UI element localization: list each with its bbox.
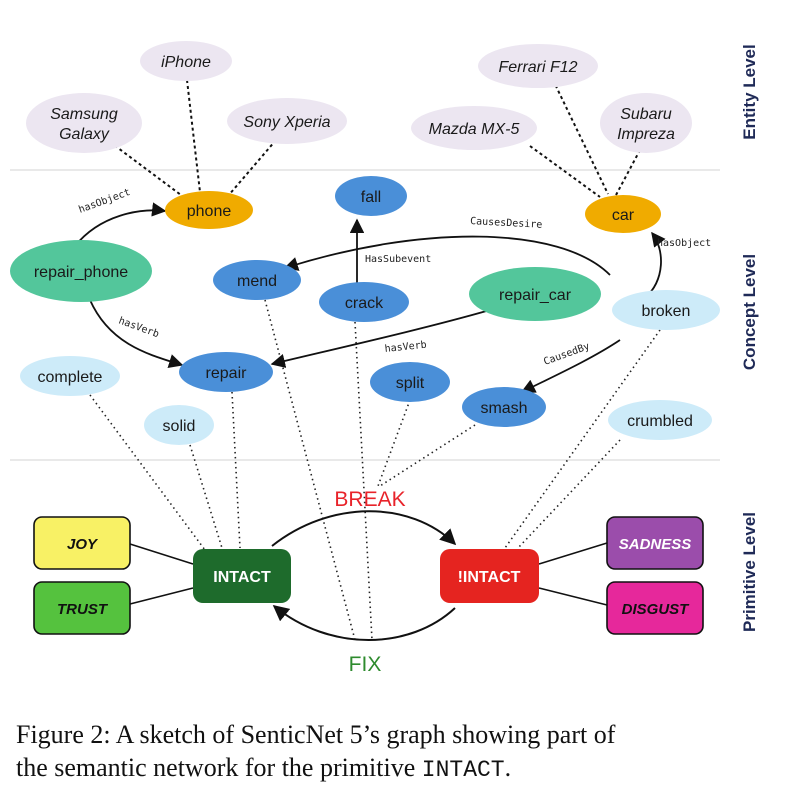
svg-text:Subaru: Subaru <box>620 106 672 123</box>
concept-node-split: split <box>370 362 450 402</box>
level-label-primitive: Primitive Level <box>740 512 759 632</box>
caption-primitive-name: INTACT <box>421 757 505 783</box>
svg-text:crumbled: crumbled <box>627 413 693 430</box>
edge-label-hasobject-phone: hasObject <box>77 187 132 216</box>
svg-text:Sony Xperia: Sony Xperia <box>243 114 330 131</box>
concept-node-broken: broken <box>612 290 720 330</box>
emotion-trust: TRUST <box>33 581 131 635</box>
entity-node-sony-xperia: Sony Xperia <box>227 98 347 144</box>
edge-label-hasverb-car: hasVerb <box>384 340 427 355</box>
entity-node-iphone: iPhone <box>140 41 232 81</box>
edge-label-causesdesire: CausesDesire <box>470 216 543 231</box>
svg-text:split: split <box>396 375 425 392</box>
svg-text:INTACT: INTACT <box>213 569 271 586</box>
fix-arc <box>272 604 456 641</box>
relation-break: BREAK <box>334 488 405 511</box>
svg-text:!INTACT: !INTACT <box>458 569 521 586</box>
emotion-disgust: DISGUST <box>606 581 704 635</box>
concept-node-repair-phone: repair_phone <box>10 240 152 302</box>
concept-node-crack: crack <box>319 282 409 322</box>
relation-fix: FIX <box>349 653 382 676</box>
svg-text:crack: crack <box>345 295 384 312</box>
edge-label-hasverb-phone: hasVerb <box>117 315 160 340</box>
entity-node-mazda: Mazda MX-5 <box>411 106 537 150</box>
concept-node-car: car <box>585 195 661 233</box>
caption-line-1: Figure 2: A sketch of SenticNet 5’s grap… <box>16 720 616 749</box>
edge-label-hasobject-car: hasObject <box>657 238 711 249</box>
svg-text:SADNESS: SADNESS <box>619 536 692 553</box>
caption-line-2-end: . <box>504 753 512 782</box>
edge-label-causedby: CausedBy <box>542 341 591 368</box>
emotion-joy: JOY <box>33 516 131 570</box>
svg-text:Impreza: Impreza <box>617 126 675 143</box>
svg-text:Samsung: Samsung <box>50 106 118 123</box>
primitive-links <box>89 299 661 641</box>
svg-text:broken: broken <box>642 303 691 320</box>
emotion-links <box>129 542 608 606</box>
svg-text:Mazda MX-5: Mazda MX-5 <box>429 121 520 138</box>
concept-node-smash: smash <box>462 387 546 427</box>
primitive-intact: INTACT <box>193 549 291 603</box>
svg-text:repair_car: repair_car <box>499 287 572 304</box>
concept-edges <box>74 202 666 393</box>
svg-text:Ferrari F12: Ferrari F12 <box>498 59 577 76</box>
svg-text:Galaxy: Galaxy <box>59 126 110 143</box>
senticnet-diagram: hasObject CausesDesire HasSubevent hasOb… <box>10 41 759 676</box>
entity-links <box>109 79 641 199</box>
concept-node-fall: fall <box>335 176 407 216</box>
figure-caption: Figure 2: A sketch of SenticNet 5’s grap… <box>16 718 786 787</box>
emotion-sadness: SADNESS <box>606 516 704 570</box>
svg-text:repair_phone: repair_phone <box>34 264 128 281</box>
entity-node-ferrari: Ferrari F12 <box>478 44 598 88</box>
concept-node-repair-car: repair_car <box>469 267 601 321</box>
svg-text:DISGUST: DISGUST <box>622 601 691 618</box>
svg-text:mend: mend <box>237 273 277 290</box>
concept-node-crumbled: crumbled <box>608 400 712 440</box>
svg-text:TRUST: TRUST <box>57 601 109 618</box>
level-label-concept: Concept Level <box>740 254 759 370</box>
edge-label-hassubevent: HasSubevent <box>365 254 431 265</box>
level-label-entity: Entity Level <box>740 44 759 139</box>
concept-node-repair: repair <box>179 352 273 392</box>
svg-text:JOY: JOY <box>67 536 99 553</box>
concept-node-phone: phone <box>165 191 253 229</box>
svg-text:repair: repair <box>206 365 248 382</box>
entity-node-subaru-impreza: Subaru Impreza <box>600 93 692 153</box>
break-arc <box>271 510 457 547</box>
caption-line-2-text: the semantic network for the primitive <box>16 753 422 782</box>
svg-text:complete: complete <box>38 369 103 386</box>
svg-text:solid: solid <box>163 418 196 435</box>
concept-node-mend: mend <box>213 260 301 300</box>
svg-text:iPhone: iPhone <box>161 54 211 71</box>
primitive-not-intact: !INTACT <box>440 549 539 603</box>
svg-text:phone: phone <box>187 203 232 220</box>
concept-node-complete: complete <box>20 356 120 396</box>
svg-text:fall: fall <box>361 189 381 206</box>
concept-node-solid: solid <box>144 405 214 445</box>
svg-text:car: car <box>612 207 635 224</box>
entity-node-samsung-galaxy: Samsung Galaxy <box>26 93 142 153</box>
svg-text:smash: smash <box>480 400 527 417</box>
caption-line-2: the semantic network for the primitive I… <box>16 751 786 787</box>
